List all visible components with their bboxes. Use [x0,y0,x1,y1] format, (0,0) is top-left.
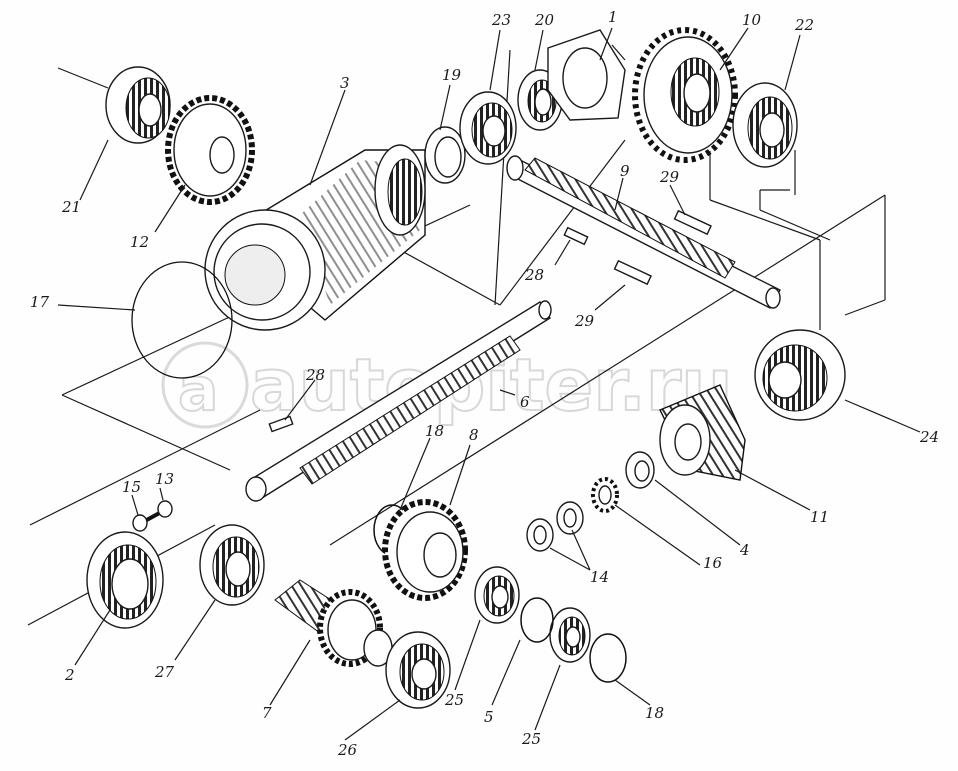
housing-3 [204,144,426,331]
label-23: 23 [491,11,511,29]
label-26: 26 [337,741,358,759]
label-6: 6 [520,393,530,411]
nuts-14 [526,501,584,552]
gasket-1 [547,29,626,121]
label-27: 27 [154,663,175,681]
label-28-upper: 28 [524,266,544,284]
bearing-25-upper [474,566,520,624]
label-25-lower: 25 [521,730,541,748]
gear-8 [382,499,468,601]
snap-ring-18-lower [589,633,627,683]
label-8: 8 [469,426,479,444]
ring-5 [520,597,554,643]
label-3: 3 [340,74,350,92]
label-14: 14 [590,568,609,586]
bearing-24 [754,329,846,421]
bearing-26 [385,631,451,709]
bevel-gear-11 [659,384,746,481]
label-25-upper: 25 [444,691,464,709]
label-9: 9 [620,162,630,180]
label-11: 11 [810,508,829,526]
bearing-21 [105,66,171,144]
label-18-lower: 18 [645,704,664,722]
label-19: 19 [442,66,462,84]
label-29-lower: 29 [574,312,595,330]
label-15: 15 [122,478,141,496]
bearing-25-lower [549,607,591,663]
label-7: 7 [262,704,272,722]
gear-shaft-7 [274,579,393,667]
label-4: 4 [739,541,750,559]
lock-washer-16 [591,477,619,513]
shaft-6 [245,300,552,502]
label-1: 1 [608,8,618,26]
sprocket-10 [632,27,738,163]
label-22: 22 [794,16,814,34]
label-16: 16 [703,554,723,572]
leader-lines [57,27,921,741]
seal-ring-17 [131,261,233,379]
callout-labels: 1 2 3 4 5 6 7 8 9 10 11 12 13 14 15 16 1… [30,8,939,759]
bearing-23 [459,91,517,165]
label-18-upper: 18 [425,422,444,440]
label-2: 2 [64,666,75,684]
label-20: 20 [534,11,555,29]
washer-19 [424,126,466,184]
label-21: 21 [61,198,81,216]
keys [268,209,712,433]
gear-12 [165,95,255,205]
seal-2 [86,531,164,629]
shaft-9 [506,155,781,309]
label-10: 10 [742,11,762,29]
label-5: 5 [484,708,494,726]
bearing-27 [199,524,265,606]
label-28-lower: 28 [305,366,325,384]
bearing-22 [732,82,798,168]
washer-4 [625,451,655,489]
bolt-13 [132,500,173,532]
label-17: 17 [30,293,50,311]
label-13: 13 [155,470,174,488]
label-24: 24 [919,428,939,446]
label-12: 12 [130,233,149,251]
label-29-upper: 29 [659,168,680,186]
assembly-lines [27,44,886,626]
